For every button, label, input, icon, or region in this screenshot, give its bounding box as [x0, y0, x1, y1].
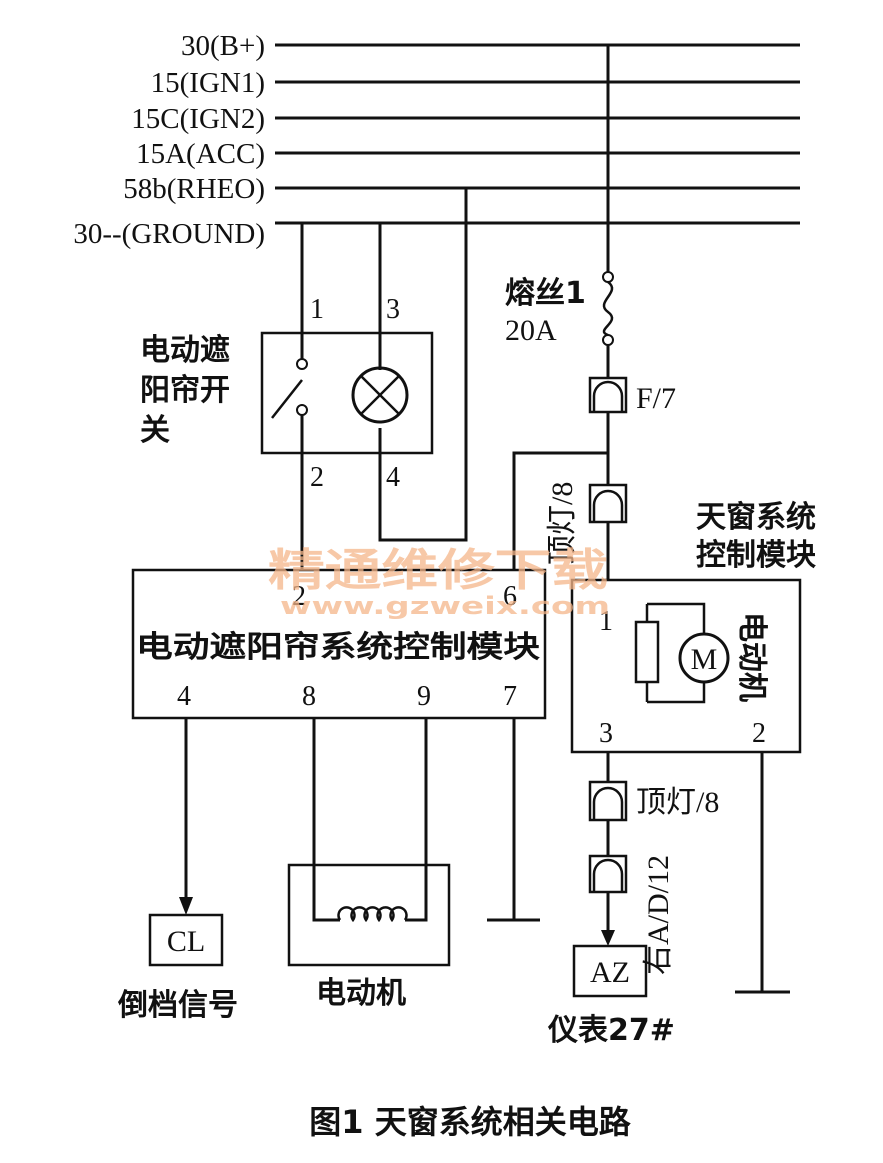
internal-resistor [634, 620, 660, 684]
switch-contact-top [296, 358, 308, 370]
sunroof-pin-2: 2 [752, 718, 766, 749]
lamp-icon [351, 366, 409, 424]
shade-switch-title-1: 电动遮 [140, 333, 230, 368]
shade-motor-label: 电动机 [316, 976, 406, 1011]
coil-icon [337, 906, 408, 923]
connector-dome-lower-label: 顶灯/8 [636, 786, 719, 819]
cl-signal-label: 倒档信号 [117, 988, 238, 1023]
fuse-label: 熔丝1 [505, 276, 586, 311]
connector-dome-upper-icon [588, 483, 628, 524]
fuse-icon [602, 271, 614, 346]
shade-motor-box [287, 863, 451, 967]
bus-label-acc: 15A(ACC) [136, 138, 265, 170]
shade-module-pin-8: 8 [302, 681, 316, 712]
bus-label-ground: 30--(GROUND) [73, 218, 265, 250]
bus-label-ign2: 15C(IGN2) [131, 103, 265, 135]
internal-wire-motor-return [647, 682, 706, 704]
watermark-url: www.gzweix.com [280, 592, 610, 620]
power-bus [275, 43, 800, 225]
connector-right-adj-icon [588, 854, 628, 894]
motor-symbol: M [691, 643, 718, 676]
connector-dome-lower-icon [588, 780, 628, 822]
arrow-down-icon [601, 930, 615, 946]
connector-f7-label: F/7 [636, 382, 676, 415]
internal-wire-motor [647, 602, 706, 634]
sunroof-module-title-2: 控制模块 [696, 538, 816, 573]
shade-switch-title-3: 关 [140, 413, 170, 448]
bus-label-ign1: 15(IGN1) [151, 67, 265, 99]
sunroof-module-title-1: 天窗系统 [696, 500, 816, 535]
shade-switch-box [260, 331, 434, 455]
shade-control-module-box [131, 568, 547, 720]
switch-blade [271, 379, 303, 419]
watermark-text: 精通维修下载 [268, 545, 608, 596]
shade-module-pin-2: 2 [292, 581, 306, 612]
az-gauge-label: 仪表27# [547, 1013, 675, 1048]
fuse-rating: 20A [505, 314, 557, 347]
switch-pin-4: 4 [386, 462, 400, 493]
shade-module-pin-6: 6 [503, 581, 517, 612]
wire-rheo-lamp [378, 188, 468, 542]
arrow-down-icon [179, 897, 193, 915]
switch-contact-bottom [296, 404, 308, 416]
shade-module-pin-9: 9 [417, 681, 431, 712]
shade-module-title: 电动遮阳帘系统控制模块 [136, 630, 540, 665]
cl-box-label: CL [167, 925, 205, 958]
connector-dome-upper-label: 顶灯/8 [546, 482, 579, 565]
bus-label-b-plus: 30(B+) [181, 30, 265, 62]
switch-pin-3: 3 [386, 294, 400, 325]
sunroof-pin-3: 3 [599, 718, 613, 749]
connector-f7-icon [588, 376, 628, 414]
shade-module-pin-7: 7 [503, 681, 517, 712]
switch-pin-2: 2 [310, 462, 324, 493]
cl-box [148, 913, 224, 967]
wire-pin8-motor [312, 718, 340, 922]
figure-caption: 图1 天窗系统相关电路 [309, 1103, 631, 1141]
az-box-label: AZ [590, 956, 630, 989]
wire-pin9-motor [405, 718, 428, 922]
bus-labels: 30(B+) 15(IGN1) 15C(IGN2) 15A(ACC) 58b(R… [73, 30, 265, 250]
connector-right-adj-label: 右A/D/12 [642, 855, 675, 975]
sunroof-module-box [570, 578, 802, 754]
wire-branch-pin6 [512, 451, 608, 570]
bus-label-rheo: 58b(RHEO) [123, 173, 265, 205]
sunroof-pin-1: 1 [599, 606, 613, 637]
sunroof-motor-label: 电动机 [734, 612, 769, 702]
az-box [572, 944, 648, 998]
shade-switch-title-2: 阳帘开 [140, 373, 230, 408]
shade-module-pin-4: 4 [177, 681, 191, 712]
switch-pin-1: 1 [310, 294, 324, 325]
motor-m-icon: M [678, 632, 730, 684]
